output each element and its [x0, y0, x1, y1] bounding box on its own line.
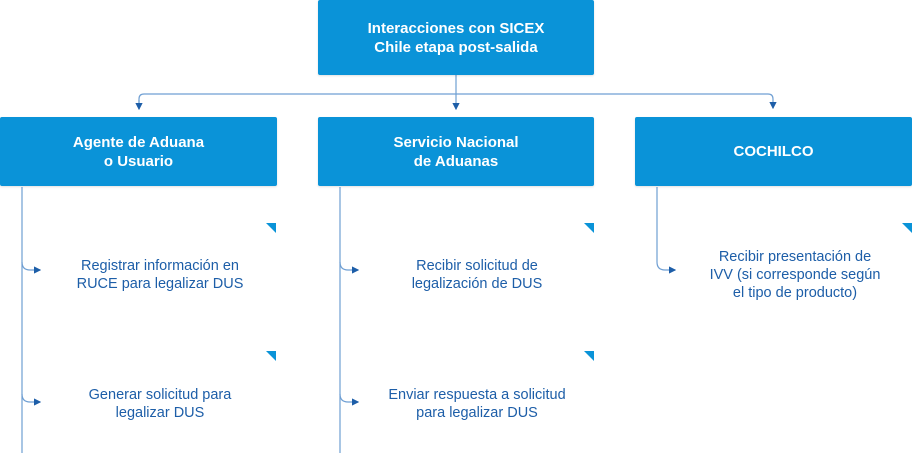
column-header-label: COCHILCO [733, 143, 814, 160]
column-header-label: Agente de Aduana o Usuario [72, 133, 205, 170]
corner-triangle-icon [584, 351, 594, 361]
step-generar-solicitud: Generar solicitud para legalizar DUS [88, 387, 232, 421]
root-node: Interacciones con SICEX Chile etapa post… [318, 0, 594, 75]
col1-step2-arrow [21, 393, 42, 406]
corner-triangle-icon [266, 351, 276, 361]
step-recibir-ivv: Recibir presentación de IVV (si correspo… [709, 249, 881, 301]
col1-step1-arrow [21, 261, 42, 274]
corner-triangle-icon [584, 223, 594, 233]
column-header-aduanas: Servicio Nacional de Aduanas [318, 117, 594, 186]
col3-step1-arrow [656, 187, 677, 274]
column-header-label: Servicio Nacional de Aduanas [393, 133, 519, 170]
step-registrar-informacion: Registrar información en RUCE para legal… [76, 258, 244, 292]
column-header-agente: Agente de Aduana o Usuario [0, 117, 277, 186]
corner-triangle-icon [902, 223, 912, 233]
col2-step2-arrow [339, 393, 360, 406]
root-node-label: Interacciones con SICEX Chile etapa post… [367, 19, 545, 56]
step-recibir-solicitud: Recibir solicitud de legalización de DUS [411, 258, 543, 292]
col2-step1-arrow [339, 261, 360, 274]
column-header-cochilco: COCHILCO [635, 117, 912, 186]
step-enviar-respuesta: Enviar respuesta a solicitud para legali… [388, 387, 566, 421]
corner-triangle-icon [266, 223, 276, 233]
